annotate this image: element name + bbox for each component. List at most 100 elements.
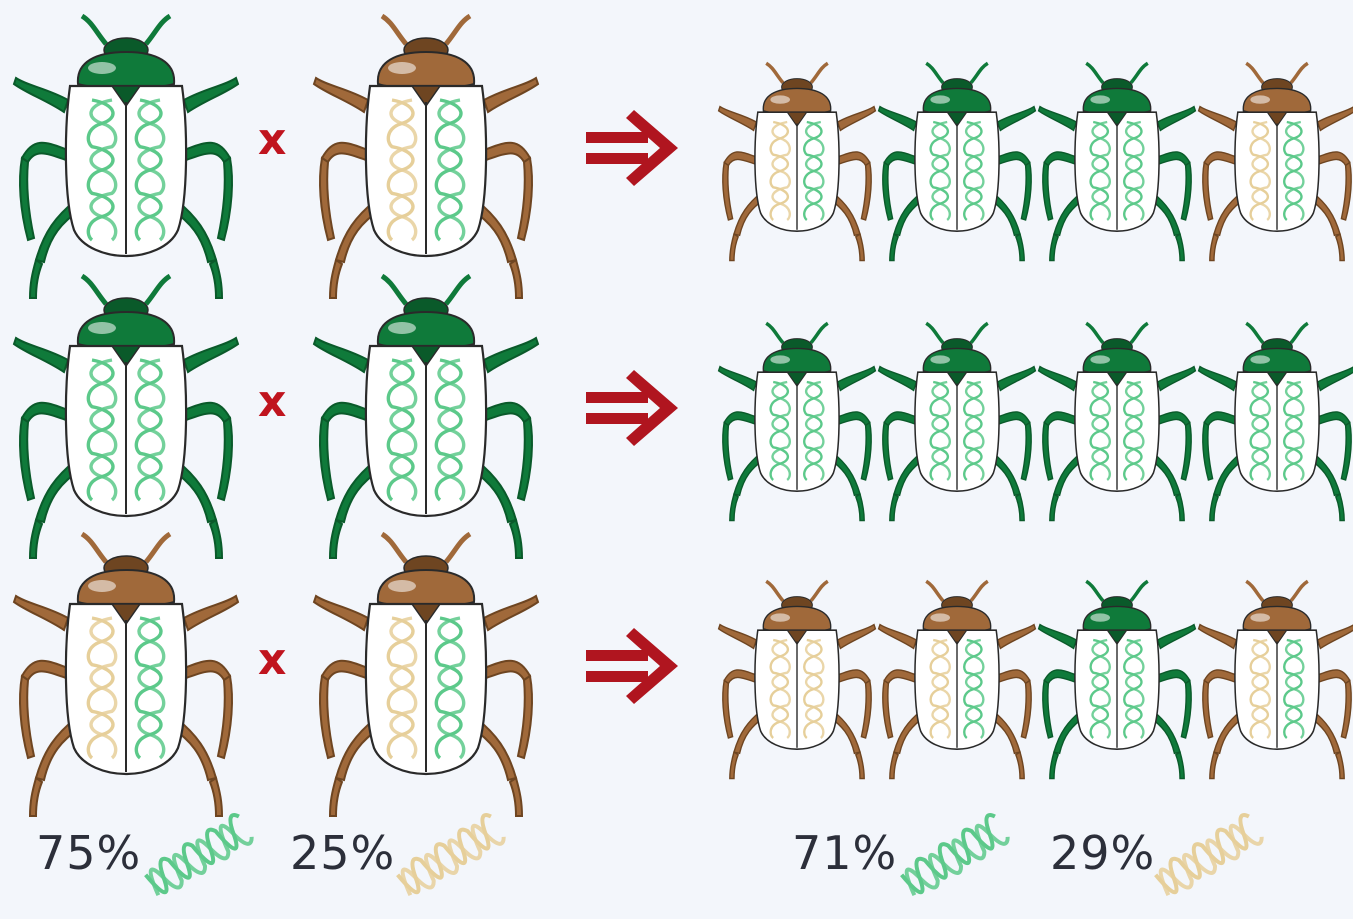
beetle-antenna	[1246, 581, 1263, 601]
beetle-leg	[1181, 681, 1191, 738]
beetle-shine	[930, 613, 950, 621]
beetle-leg	[518, 158, 532, 240]
beetle-leg	[723, 423, 733, 480]
beetle-leg	[884, 412, 916, 425]
beetle-leg	[890, 752, 898, 779]
beetle-leg	[184, 338, 238, 372]
beetle-antenna	[82, 276, 106, 304]
beetle-leg	[838, 670, 870, 683]
beetle-antenna	[971, 63, 988, 83]
beetle-leg	[1318, 412, 1350, 425]
beetle-leg	[484, 403, 530, 422]
beetle-leg	[1199, 107, 1237, 131]
beetle-leg	[1039, 107, 1077, 131]
beetle-shine	[770, 355, 790, 363]
beetle-leg	[1158, 412, 1190, 425]
beetle-leg	[1204, 670, 1236, 683]
beetle-leg	[856, 752, 864, 779]
beetle-leg	[1199, 367, 1237, 391]
beetle-leg	[1176, 234, 1184, 261]
arrow-icon-row-3	[586, 628, 678, 704]
beetle-leg	[320, 418, 334, 500]
beetle-leg	[20, 158, 34, 240]
beetle-antenna	[971, 581, 988, 601]
beetle-antenna	[1086, 63, 1103, 83]
beetle-leg	[14, 78, 68, 112]
beetle-leg	[861, 681, 871, 738]
beetle-leg	[1016, 494, 1024, 521]
beetle-leg	[184, 143, 230, 162]
beetle-leg	[1204, 152, 1236, 165]
beetle-leg	[1318, 367, 1353, 391]
beetle-leg	[314, 78, 368, 112]
beetle-leg	[1318, 670, 1350, 683]
beetle-leg	[330, 520, 342, 558]
offspring-beetle-r1-4	[1199, 63, 1353, 260]
beetle-leg	[1176, 494, 1184, 521]
beetle-leg	[879, 107, 917, 131]
parent-beetle-r2-2	[314, 276, 538, 558]
beetle-leg	[1021, 681, 1031, 738]
parent-beetle-r1-1	[14, 16, 238, 298]
beetle-leg	[1044, 670, 1076, 683]
beetle-shine	[1250, 613, 1270, 621]
beetle-leg	[890, 494, 898, 521]
beetle-shine	[770, 95, 790, 103]
beetle-antenna	[1131, 323, 1148, 343]
beetle-leg	[998, 107, 1036, 131]
beetle-antenna	[766, 323, 783, 343]
beetle-antenna	[82, 534, 106, 562]
beetle-antenna	[1291, 323, 1308, 343]
beetle-antenna	[446, 534, 470, 562]
beetle-leg	[1039, 367, 1077, 391]
beetle-shine	[1090, 355, 1110, 363]
offspring-beetle-r2-4	[1199, 323, 1353, 520]
beetle-leg	[484, 661, 530, 680]
beetle-leg	[330, 778, 342, 816]
beetle-leg	[883, 163, 893, 220]
beetle-leg	[861, 423, 871, 480]
beetle-leg	[719, 107, 757, 131]
beetle-leg	[184, 78, 238, 112]
beetle-leg	[1050, 234, 1058, 261]
beetle-antenna	[926, 581, 943, 601]
beetle-leg	[322, 403, 368, 422]
beetle-antenna	[971, 323, 988, 343]
offspring-green-percent: 71%	[792, 830, 897, 876]
beetle-leg	[1341, 163, 1351, 220]
legend-tan-dna-icon-offspring	[1153, 813, 1264, 899]
beetle-antenna	[446, 276, 470, 304]
parent-brown-percent: 25%	[290, 830, 395, 876]
beetle-leg	[314, 596, 368, 630]
beetle-antenna	[446, 16, 470, 44]
beetle-leg	[1199, 625, 1237, 649]
offspring-beetle-r3-3	[1039, 581, 1196, 778]
beetle-leg	[838, 367, 876, 391]
beetle-antenna	[766, 63, 783, 83]
beetle-antenna	[926, 323, 943, 343]
beetle-leg	[1318, 625, 1353, 649]
beetle-leg	[723, 681, 733, 738]
beetle-antenna	[382, 534, 406, 562]
beetle-antenna	[1131, 63, 1148, 83]
beetle-leg	[1043, 163, 1053, 220]
cross-symbol-row-1: x	[258, 118, 286, 162]
beetle-leg	[184, 596, 238, 630]
beetle-leg	[1158, 670, 1190, 683]
beetle-leg	[1044, 152, 1076, 165]
beetle-leg	[1176, 752, 1184, 779]
beetle-leg	[184, 403, 230, 422]
beetle-leg	[20, 418, 34, 500]
beetle-shine	[1250, 95, 1270, 103]
beetle-leg	[724, 670, 756, 683]
beetle-leg	[1336, 494, 1344, 521]
beetle-leg	[998, 625, 1036, 649]
beetle-leg	[724, 152, 756, 165]
beetle-antenna	[1246, 323, 1263, 343]
beetle-leg	[998, 670, 1030, 683]
beetle-leg	[330, 260, 342, 298]
beetle-leg	[322, 143, 368, 162]
beetle-leg	[210, 260, 222, 298]
beetle-leg	[314, 338, 368, 372]
